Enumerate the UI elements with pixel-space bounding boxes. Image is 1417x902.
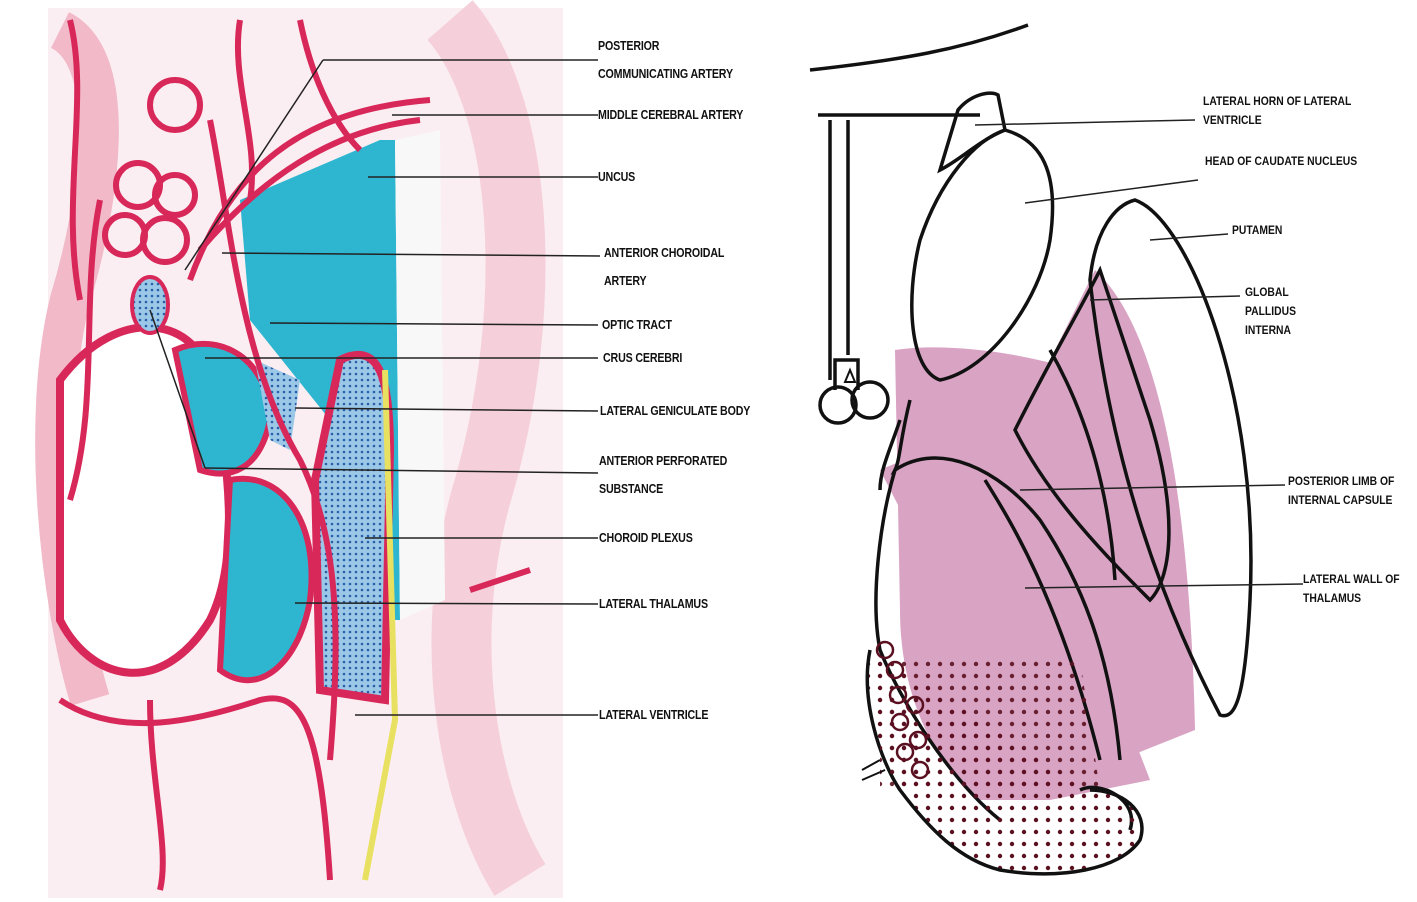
label-line: ARTERY (604, 273, 647, 288)
label-line: ANTERIOR CHOROIDAL (604, 245, 725, 260)
label-line: POSTERIOR (598, 38, 660, 53)
label-posterior-communicating-artery: POSTERIOR COMMUNICATING ARTERY (598, 32, 733, 88)
label-line: COMMUNICATING ARTERY (598, 66, 733, 81)
label-line: POSTERIOR LIMB OF (1288, 476, 1395, 488)
label-line: THALAMUS (1303, 593, 1362, 605)
label-middle-cerebral-artery: MIDDLE CEREBRAL ARTERY (598, 107, 744, 122)
label-line: ANTERIOR PERFORATED (599, 453, 728, 468)
label-line: SUBSTANCE (599, 481, 664, 496)
label-lateral-thalamus: LATERAL THALAMUS (599, 596, 708, 611)
label-head-of-caudate: HEAD OF CAUDATE NUCLEUS (1205, 156, 1358, 168)
left-leader-lines (149, 59, 601, 716)
label-line: INTERNAL CAPSULE (1288, 495, 1393, 507)
vascular-painting (35, 0, 563, 898)
label-line: LATERAL WALL OF (1303, 574, 1400, 586)
label-line: INTERNA (1245, 325, 1292, 337)
label-putamen: PUTAMEN (1232, 225, 1283, 237)
basal-ganglia-diagram (809, 23, 1253, 876)
label-anterior-perforated-substance: ANTERIOR PERFORATED SUBSTANCE (599, 447, 727, 503)
label-line: VENTRICLE (1203, 115, 1262, 127)
label-anterior-choroidal-artery: ANTERIOR CHOROIDAL ARTERY (604, 239, 724, 295)
label-line: PALLIDUS (1245, 306, 1296, 318)
vessel-circles (875, 640, 930, 780)
label-lateral-wall-thalamus: LATERAL WALL OF THALAMUS (1303, 571, 1400, 609)
right-leader-lines (974, 119, 1304, 589)
label-optic-tract: OPTIC TRACT (602, 317, 672, 332)
label-posterior-limb-internal-capsule: POSTERIOR LIMB OF INTERNAL CAPSULE (1288, 473, 1394, 511)
label-lateral-horn: LATERAL HORN OF LATERAL VENTRICLE (1203, 93, 1351, 131)
label-uncus: UNCUS (598, 169, 636, 184)
label-choroid-plexus: CHOROID PLEXUS (599, 530, 693, 545)
label-crus-cerebri: CRUS CEREBRI (603, 350, 683, 365)
label-line: LATERAL HORN OF LATERAL (1203, 96, 1352, 108)
label-lateral-ventricle: LATERAL VENTRICLE (599, 707, 709, 722)
label-line: GLOBAL (1245, 287, 1289, 299)
label-globus-pallidus: GLOBAL PALLIDUS INTERNA (1245, 284, 1296, 341)
label-lateral-geniculate-body: LATERAL GENICULATE BODY (600, 403, 751, 418)
